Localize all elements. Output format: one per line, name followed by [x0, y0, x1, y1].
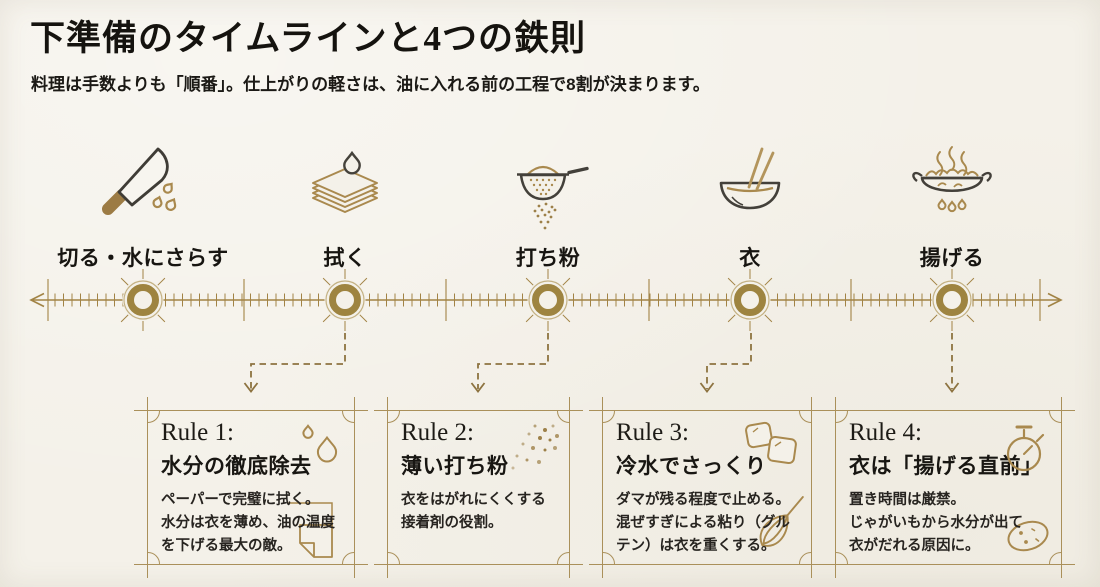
flour-sieve-icon — [517, 165, 589, 230]
timeline-step-dust-flour: 打ち粉 — [458, 142, 638, 272]
rule-title: Rule 4: — [849, 419, 922, 446]
rule-title: Rule 3: — [616, 419, 689, 446]
rule-body: 置き時間は厳禁。 じゃがいもから水分が出て 衣がだれる原因に。 — [849, 491, 1023, 555]
frame-line — [569, 397, 570, 578]
rule-subtitle: 冷水でさっくり — [616, 454, 767, 478]
step-label: 拭く — [323, 247, 367, 270]
frame-line — [134, 564, 368, 565]
frame-corner-arc — [799, 552, 811, 564]
batter-bowl-icon — [719, 147, 781, 210]
rule-card-3: Rule 3: 冷水でさっくり ダマが残る程度で止める。 混ぜすぎによる粘り（グ… — [589, 397, 825, 578]
paper-towel-stack-icon — [312, 150, 378, 213]
timeline-step-batter: 衣 — [660, 142, 840, 272]
falling-flour-dots — [533, 202, 557, 230]
rule-subtitle: 水分の徹底除去 — [161, 454, 312, 478]
frame-line — [602, 397, 603, 578]
frame-line — [134, 410, 368, 411]
frame-corner-arc — [342, 552, 354, 564]
timeline-node-1 — [112, 269, 174, 331]
rule-card-4: Rule 4: 衣は「揚げる直前」 置き時間は厳禁。 じゃがいもから水分が出て … — [822, 397, 1075, 578]
timeline-node-3 — [517, 269, 579, 331]
rule-body: ペーパーで完璧に拭く。 水分は衣を薄め、油の温度 を下げる最大の敵。 — [161, 491, 335, 555]
oil-drips-icon — [937, 198, 967, 213]
timeline-node-2 — [314, 269, 376, 331]
water-drops-icon — [302, 424, 338, 463]
step-label: 切る・水にさらす — [57, 247, 229, 270]
frame-line — [354, 397, 355, 578]
frame-line — [374, 564, 583, 565]
rule-subtitle: 薄い打ち粉 — [401, 454, 509, 478]
connector-rule-1 — [243, 333, 346, 393]
whisk-icon — [759, 496, 804, 547]
paper-sheet-icon — [288, 502, 333, 558]
potato-icon — [1007, 520, 1049, 552]
step-label: 衣 — [739, 247, 761, 270]
flour-dust-icon — [511, 424, 559, 470]
rule-card-2: Rule 2: 薄い打ち粉 衣をはがれにくくする 接着剤の役割。 — [374, 397, 583, 578]
rule-title: Rule 1: — [161, 419, 234, 446]
stopwatch-icon — [1006, 425, 1045, 472]
frame-line — [822, 410, 1075, 411]
timeline-step-wipe: 拭く — [255, 142, 435, 272]
timeline-arrow-right — [1047, 292, 1063, 308]
rule-title: Rule 2: — [401, 419, 474, 446]
step-label: 揚げる — [919, 247, 985, 270]
step-label: 打ち粉 — [515, 247, 581, 270]
timeline-node-5 — [921, 269, 983, 331]
frame-line — [822, 564, 1075, 565]
header: 下準備のタイムラインと4つの鉄則 料理は手数よりも「順番」。仕上がりの軽さは、油… — [30, 10, 710, 95]
rule-subtitle: 衣は「揚げる直前」 — [849, 454, 1043, 478]
timeline-step-cut-soak: 切る・水にさらす — [53, 142, 233, 272]
rule-body: ダマが残る程度で止める。 混ぜすぎによる粘り（グル テン）は衣を重くする。 — [616, 491, 790, 555]
frame-line — [811, 397, 812, 578]
frame-line — [374, 410, 583, 411]
frame-line — [387, 397, 388, 578]
page-subtitle: 料理は手数よりも「順番」。仕上がりの軽さは、油に入れる前の工程で8割が決まります… — [31, 75, 710, 94]
rule-card-1: Rule 1: 水分の徹底除去 ペーパーで完璧に拭く。 水分は衣を薄め、油の温度… — [134, 397, 368, 578]
page-title: 下準備のタイムラインと4つの鉄則 — [30, 19, 587, 58]
frame-line — [1061, 397, 1062, 578]
timeline-node-4 — [719, 269, 781, 331]
frame-corner-arc — [1049, 552, 1061, 564]
knife-water-icon — [102, 147, 177, 215]
frame-line — [835, 397, 836, 578]
frame-line — [147, 397, 148, 578]
timeline-step-fry: 揚げる — [862, 142, 1042, 272]
connector-rule-3 — [699, 333, 752, 393]
connector-rule-2 — [470, 333, 549, 393]
frame-corner-arc — [557, 552, 569, 564]
ice-cubes-icon — [745, 421, 797, 465]
frame-line — [589, 410, 825, 411]
connector-rule-4 — [944, 333, 960, 393]
flour-mesh-dots — [529, 178, 557, 196]
rule-body: 衣をはがれにくくする 接着剤の役割。 — [401, 491, 546, 531]
frame-line — [589, 564, 825, 565]
frying-wok-icon — [912, 146, 992, 213]
timeline-major-ticks — [47, 279, 1041, 321]
timeline-arrow-left — [29, 292, 45, 308]
